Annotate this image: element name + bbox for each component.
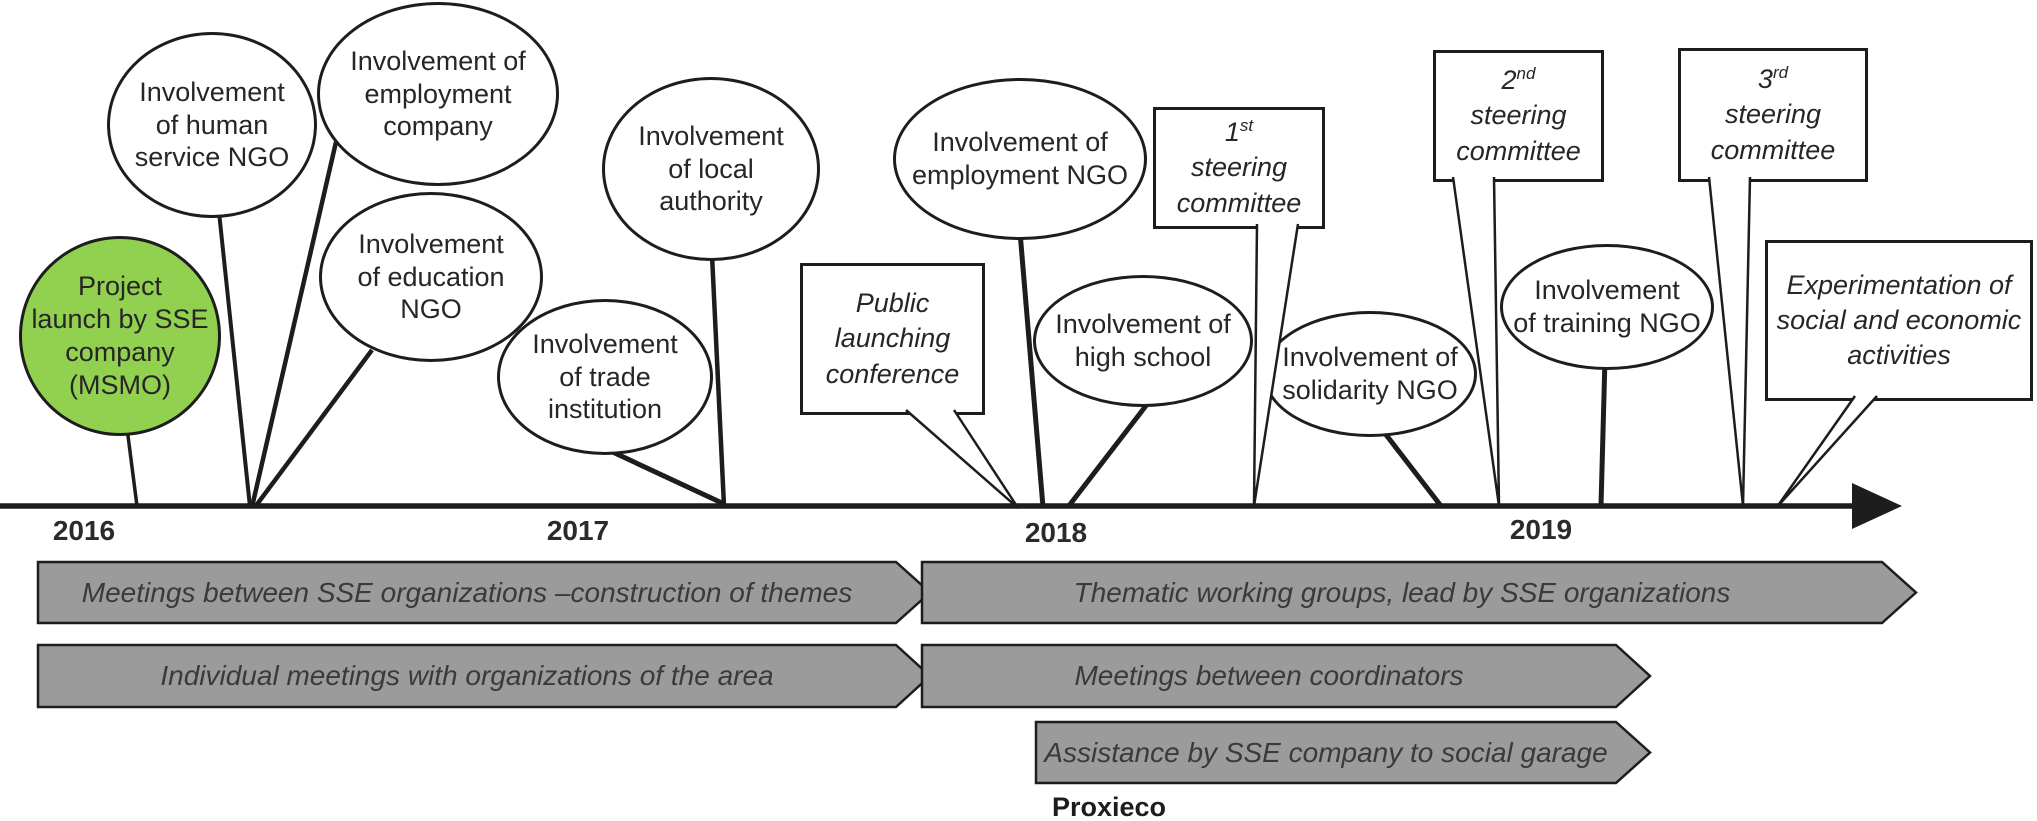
connector-employment-company — [249, 141, 339, 508]
connector-trade-institution — [602, 445, 724, 506]
bubble-high-school: Involvement of high school — [1033, 275, 1253, 407]
bar-label-thematic-groups: Thematic working groups, lead by SSE org… — [1073, 576, 1731, 608]
callout-line: steering — [1190, 152, 1288, 183]
ordinal-suffix: rd — [1772, 63, 1789, 83]
year-label-2019: 2019 — [1509, 514, 1573, 545]
bubble-employment-company: Involvement of employment company — [317, 2, 559, 186]
bubble-employment-ngo: Involvement of employment NGO — [893, 78, 1147, 240]
callout-line: committee — [1176, 187, 1302, 218]
callout-second-steering-committee: 2nd steering committee — [1433, 50, 1604, 182]
year-label-2018: 2018 — [1024, 517, 1088, 548]
tail-public-launching — [905, 409, 1020, 509]
bubble-trade-institution: Involvement of trade institution — [497, 299, 713, 455]
callout-line: steering — [1470, 100, 1567, 131]
bubble-line: launch by SSE — [31, 304, 209, 335]
bubble-line: Involvement of — [932, 127, 1108, 158]
year-label-2017: 2017 — [546, 515, 610, 546]
bubble-local-authority: Involvement of local authority — [602, 77, 820, 261]
bubble-line: employment — [364, 78, 512, 109]
bubble-solidarity-ngo: Involvement of solidarity NGO — [1263, 311, 1477, 437]
callout-line: social and economic — [1776, 304, 2022, 335]
bar-label-assistance: Assistance by SSE company to social gara… — [1044, 736, 1608, 768]
bubble-line: institution — [547, 394, 663, 425]
bubble-line: Involvement of — [350, 45, 526, 76]
tail-second-steering — [1451, 176, 1501, 507]
connector-employment-ngo — [1016, 219, 1046, 508]
callout-public-launching-conference: Public launching conference — [800, 263, 985, 415]
bubble-line: solidarity NGO — [1282, 375, 1458, 405]
bar-shape-coordinators — [920, 643, 1652, 709]
footer-label-proxieco: Proxieco — [1052, 792, 1167, 821]
tail-first-steering — [1252, 223, 1300, 507]
callout-line: activities — [1847, 340, 1951, 371]
ordinal-suffix: st — [1239, 116, 1254, 136]
bubble-line: of human — [155, 109, 269, 140]
callout-line: committee — [1456, 135, 1581, 166]
bubble-line: Involvement — [1534, 275, 1680, 306]
timeline-arrowhead-icon — [1852, 483, 1902, 529]
callout-line: committee — [1710, 134, 1836, 165]
year-label-2016: 2016 — [52, 515, 116, 546]
connector-high-school — [1066, 392, 1157, 509]
bar-label-meetings-sse: Meetings between SSE organizations –cons… — [81, 576, 853, 608]
bubble-human-service-ngo: Involvement of human service NGO — [107, 32, 317, 218]
callout-third-steering-committee: 3rd steering committee — [1678, 48, 1868, 182]
bar-label-coordinators: Meetings between coordinators — [1074, 660, 1464, 691]
bubble-line: Involvement — [358, 228, 504, 259]
bubble-training-ngo: Involvement of training NGO — [1500, 244, 1714, 370]
connector-training-ngo — [1598, 357, 1608, 507]
bubble-line: authority — [659, 186, 763, 217]
callout-ordinal: 2nd — [1501, 64, 1536, 96]
connector-solidarity-ngo — [1375, 421, 1443, 508]
bubble-line: company — [383, 111, 493, 142]
bubble-line: of education — [357, 261, 505, 292]
bar-shape-assistance — [1034, 720, 1652, 785]
bubble-line: Involvement — [532, 328, 678, 359]
tail-third-steering — [1707, 176, 1752, 507]
connector-human-service — [217, 211, 252, 508]
bubble-line: Project — [77, 271, 163, 302]
connector-education-ngo — [253, 348, 374, 509]
bubble-line: service NGO — [134, 142, 290, 173]
bar-shape-meetings-sse — [36, 560, 932, 625]
bubble-line: high school — [1074, 342, 1212, 372]
connector-local-authority — [709, 254, 727, 507]
bubble-project-launch: Project launch by SSE company (MSMO) — [19, 236, 221, 436]
bubble-line: of local — [668, 153, 754, 184]
bubble-line: of training NGO — [1513, 308, 1701, 338]
bubble-line: of trade — [559, 361, 651, 392]
callout-line: Experimentation of — [1786, 269, 2012, 300]
callout-ordinal: 3rd — [1757, 63, 1789, 95]
bubble-line: Involvement — [638, 120, 784, 151]
bubble-line: company — [65, 337, 175, 367]
bubble-education-ngo: Involvement of education NGO — [319, 192, 543, 362]
callout-ordinal: 1st — [1224, 116, 1254, 148]
bubble-line: employment NGO — [911, 160, 1129, 190]
callout-line: Public — [855, 288, 930, 319]
bubble-line: Involvement of — [1055, 309, 1231, 340]
callout-first-steering-committee: 1st steering committee — [1153, 107, 1325, 229]
callout-line: steering — [1724, 99, 1822, 130]
bubble-line: Involvement of — [1282, 342, 1458, 373]
bar-shape-individual-meetings — [36, 643, 932, 709]
callout-experimentation: Experimentation of social and economic a… — [1765, 240, 2033, 401]
bar-label-individual-meetings: Individual meetings with organizations o… — [160, 660, 774, 691]
bubble-line: NGO — [400, 294, 462, 325]
connector-project-launch — [125, 427, 139, 507]
bubble-line: (MSMO) — [69, 369, 171, 400]
bubble-line: Involvement — [139, 76, 285, 107]
callout-line: launching — [834, 323, 951, 354]
callout-line: conference — [825, 358, 960, 389]
ordinal-suffix: nd — [1516, 64, 1536, 84]
tail-experimentation — [1775, 395, 1878, 508]
bar-shape-thematic-groups — [920, 560, 1918, 625]
